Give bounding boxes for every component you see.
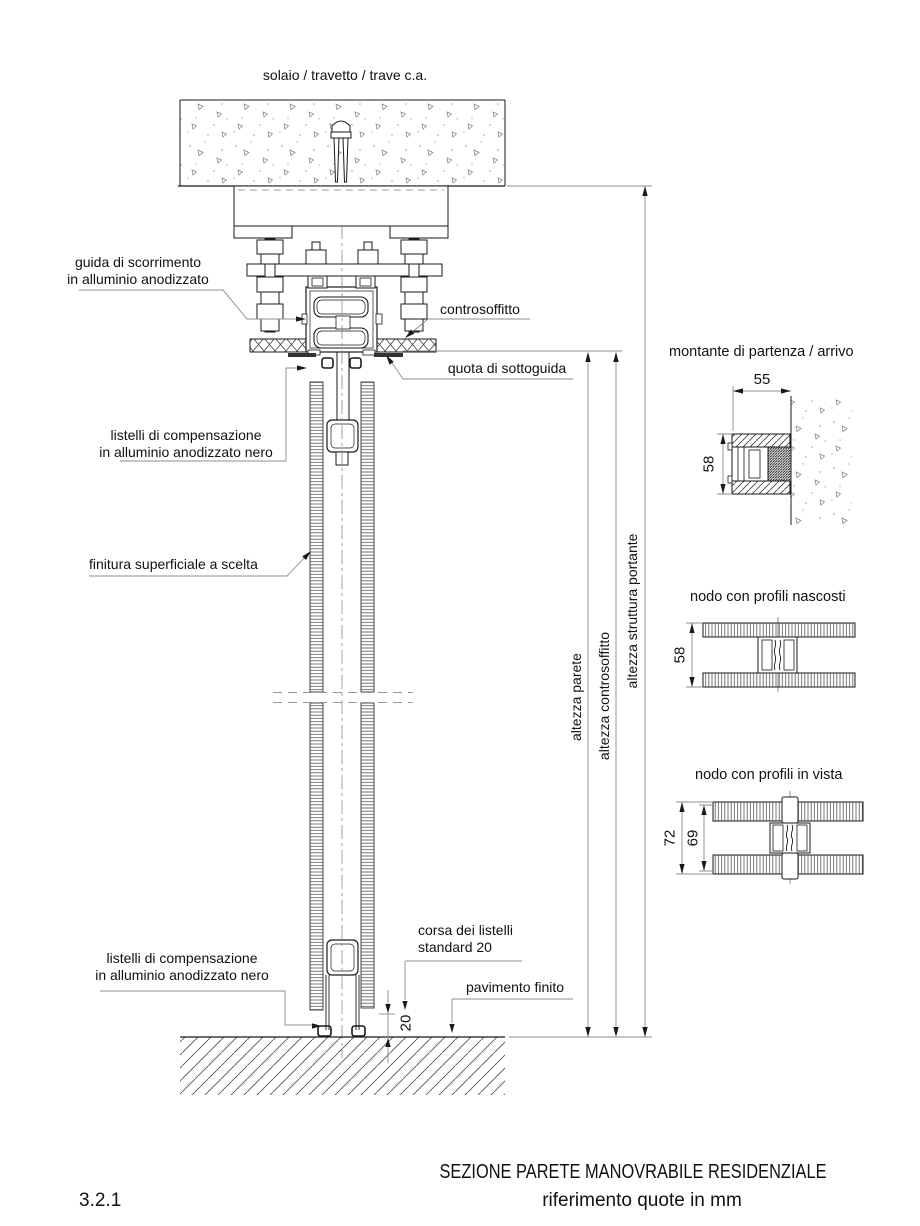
sheet-title: SEZIONE PARETE MANOVRABILE RESIDENZIALE — [439, 1160, 827, 1183]
support-bracket — [233, 185, 449, 277]
label-guida-line1: guida di scorrimento — [74, 254, 202, 270]
dim-value-72: 72 — [661, 829, 679, 847]
detail-title-nodo-vista: nodo con profili in vista — [695, 767, 843, 783]
label-guida: guida di scorrimento in alluminio anodiz… — [58, 254, 218, 287]
track-bottom-clips — [321, 357, 362, 369]
finished-floor — [180, 1036, 505, 1095]
dim-value-58-montante: 58 — [700, 455, 718, 473]
dim-label-altezza-controsoffitto: altezza controsoffitto — [596, 631, 612, 761]
false-ceiling-bands — [249, 338, 437, 357]
dim-value-58-nascosti: 58 — [671, 646, 689, 664]
detail-title-montante: montante di partenza / arrivo — [669, 344, 854, 360]
label-corsa-line2: standard 20 — [418, 938, 492, 955]
label-pavimento: pavimento finito — [466, 979, 565, 995]
dim-label-altezza-parete: altezza parete — [568, 653, 584, 741]
break-lines — [273, 692, 413, 703]
dimension-lines — [379, 185, 652, 1063]
floor-guide-clips — [317, 1025, 366, 1037]
detail-nodo-vista — [676, 791, 864, 884]
label-listelli-top: listelli di compensazione in alluminio a… — [96, 427, 276, 460]
dim-value-69: 69 — [684, 829, 702, 847]
label-corsa: corsa dei listelli standard 20 — [418, 922, 513, 955]
bracket-bolts-outer — [256, 238, 428, 333]
label-listelli-bottom-line1: listelli di compensazione — [106, 950, 258, 966]
sheet-code: 3.2.1 — [79, 1190, 122, 1211]
label-controsoffitto: controsoffitto — [440, 301, 520, 317]
sliding-track-profile — [301, 275, 383, 356]
label-listelli-top-line2: in alluminio anodizzato nero — [99, 443, 273, 460]
label-solaio: solaio / travetto / trave c.a. — [262, 67, 428, 83]
detail-montante — [717, 386, 852, 525]
dim-value-55: 55 — [753, 371, 771, 388]
label-finitura: finitura superficiale a scelta — [89, 556, 258, 572]
hanger-rod — [326, 352, 359, 466]
dimension-arrows — [385, 186, 648, 1047]
label-listelli-bottom: listelli di compensazione in alluminio a… — [92, 950, 272, 983]
bracket-bolts-inner — [305, 241, 379, 265]
label-corsa-line1: corsa dei listelli — [418, 922, 513, 938]
bottom-guide — [325, 939, 360, 1030]
detail-nodo-nascosti — [686, 617, 856, 692]
label-quota-sottoguida: quota di sottoguida — [447, 360, 567, 376]
track-rollers — [313, 296, 369, 349]
sheet-subtitle: riferimento quote in mm — [542, 1190, 742, 1211]
dim-label-altezza-struttura: altezza struttura portante — [624, 533, 640, 689]
label-guida-line2: in alluminio anodizzato — [67, 270, 209, 287]
concrete-slab — [178, 99, 506, 187]
leader-arrows — [296, 316, 455, 1033]
label-listelli-bottom-line2: in alluminio anodizzato nero — [95, 966, 269, 983]
leader-lines — [79, 289, 573, 1026]
detail-title-nodo-nascosti: nodo con profili nascosti — [690, 589, 846, 605]
dim-value-corsa-20: 20 — [397, 1014, 415, 1032]
label-listelli-top-line1: listelli di compensazione — [110, 427, 262, 443]
